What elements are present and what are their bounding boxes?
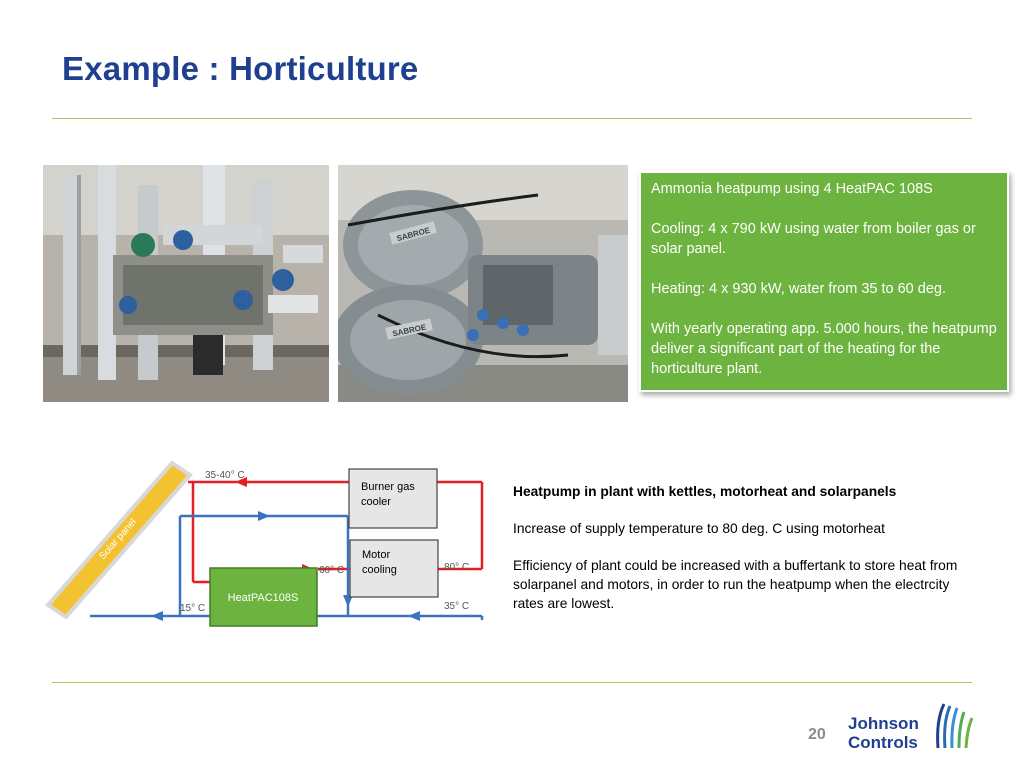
temp-label-top: 35-40° C [205, 470, 245, 481]
info-line-4: With yearly operating app. 5.000 hours, … [651, 321, 997, 377]
photo-sabroe-compressors: SABROE SABROE [338, 165, 628, 402]
burner-label-line2: cooler [361, 496, 391, 508]
top-divider [52, 118, 972, 119]
logo-line-2: Controls [848, 733, 918, 752]
johnson-controls-logo: Johnson Controls [848, 700, 978, 758]
info-box: Ammonia heatpump using 4 HeatPAC 108S Co… [639, 171, 1009, 392]
burner-gas-cooler-box: Burner gas cooler [348, 468, 438, 529]
temp-label-80: 80° C [444, 562, 469, 573]
info-line-3: Heating: 4 x 930 kW, water from 35 to 60… [651, 281, 946, 297]
slide-title: Example : Horticulture [62, 50, 419, 87]
bottom-divider [52, 682, 972, 683]
temp-label-60: 60° C [319, 565, 344, 576]
heatpac-box: HeatPAC108S [209, 567, 318, 627]
heatpac-label: HeatPAC108S [228, 592, 299, 604]
motor-cooling-box: Motor cooling [349, 539, 439, 598]
description-block: Heatpump in plant with kettles, motorhea… [513, 482, 968, 631]
page-number: 20 [808, 726, 826, 743]
description-heading: Heatpump in plant with kettles, motorhea… [513, 484, 897, 499]
solar-panel: Solar panel [44, 460, 194, 620]
johnson-controls-swirl-icon [936, 703, 974, 749]
temp-label-15: 15° C [180, 603, 205, 614]
burner-label-line1: Burner gas [361, 481, 415, 493]
description-para-2: Efficiency of plant could be increased w… [513, 558, 958, 611]
motor-label-line1: Motor [362, 549, 390, 561]
description-para-1: Increase of supply temperature to 80 deg… [513, 521, 885, 536]
temp-label-35: 35° C [444, 601, 469, 612]
hot-arrow-top [235, 477, 247, 487]
info-line-2: Cooling: 4 x 790 kW using water from boi… [651, 221, 976, 257]
heatpump-schematic: Solar panel 35-40° C 60° C 80° C 15° C 3… [44, 460, 484, 627]
logo-line-1: Johnson [848, 714, 919, 733]
motor-label-line2: cooling [362, 564, 397, 576]
photo-piping-installation [43, 165, 329, 402]
info-line-1: Ammonia heatpump using 4 HeatPAC 108S [651, 181, 933, 197]
